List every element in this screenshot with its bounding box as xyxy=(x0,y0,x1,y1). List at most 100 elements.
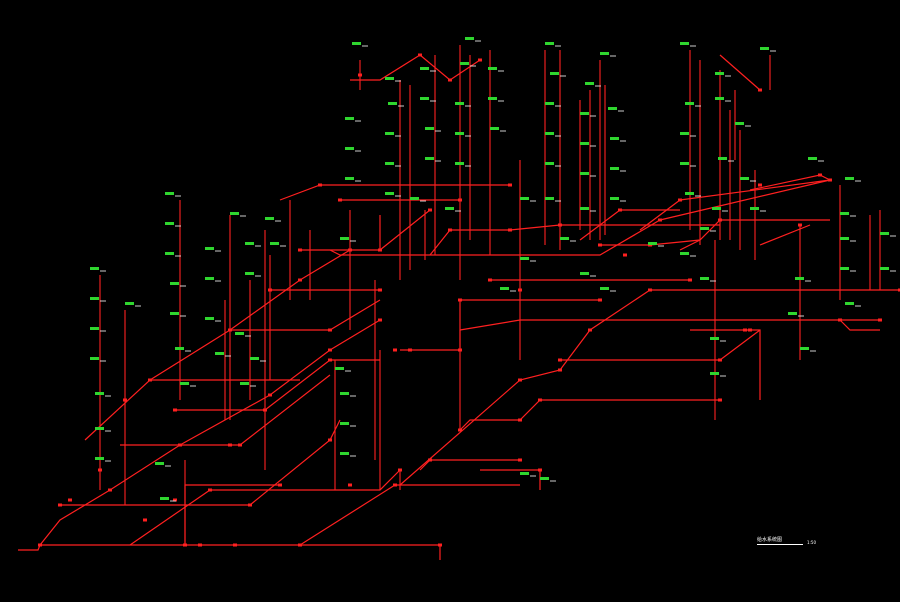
pipe-fitting xyxy=(248,503,252,507)
fixture-tag xyxy=(845,302,861,307)
pipe-run xyxy=(399,289,900,486)
fixture-label-mark xyxy=(648,242,657,245)
fixture-label-mark xyxy=(90,297,99,300)
fixture-tag xyxy=(205,247,221,252)
fixture-label-mark xyxy=(712,207,721,210)
pipe-fitting xyxy=(278,483,282,487)
pipe-run xyxy=(60,419,341,506)
pipe-fitting xyxy=(518,458,522,462)
fixture-label-mark xyxy=(580,207,589,210)
fixture-label-mark xyxy=(170,282,179,285)
pipe-run xyxy=(279,184,510,201)
fixture-tag xyxy=(205,277,221,282)
pipe-fitting xyxy=(758,88,762,92)
fixture-tag xyxy=(90,327,106,332)
fixture-label-mark xyxy=(580,112,589,115)
pipe-fitting xyxy=(518,378,522,382)
fixture-tag xyxy=(345,177,361,182)
fixture-label-mark xyxy=(685,102,694,105)
pipe-fitting xyxy=(123,398,127,402)
fixture-tag xyxy=(240,382,256,387)
drawing-scale: 1:50 xyxy=(807,540,816,545)
fixture-tag xyxy=(712,207,728,212)
fixture-label-mark xyxy=(335,367,344,370)
fixture-label-mark xyxy=(680,252,689,255)
fixture-label-mark xyxy=(710,372,719,375)
pipe-fitting xyxy=(448,78,452,82)
fixture-tag xyxy=(760,47,776,52)
pipe-fitting xyxy=(718,218,722,222)
pipe-fitting xyxy=(378,248,382,252)
pipe-fitting xyxy=(263,408,267,412)
fixture-tag xyxy=(385,162,401,167)
fixture-tag xyxy=(465,37,481,42)
pipe-fitting xyxy=(173,408,177,412)
pipe-fitting xyxy=(448,228,452,232)
fixture-label-mark xyxy=(715,72,724,75)
fixture-tag xyxy=(388,102,404,107)
fixture-label-mark xyxy=(445,207,454,210)
fixture-tag xyxy=(585,82,601,87)
fixture-label-mark xyxy=(880,267,889,270)
pipe-run xyxy=(230,299,381,331)
fixture-label-mark xyxy=(345,117,354,120)
fixture-label-mark xyxy=(455,162,464,165)
fixture-label-mark xyxy=(270,242,279,245)
fixture-label-mark xyxy=(735,122,744,125)
fixture-label-mark xyxy=(420,97,429,100)
fixture-label-mark xyxy=(95,392,104,395)
pipe-run xyxy=(560,329,761,361)
fixture-label-mark xyxy=(550,72,559,75)
fixture-tag xyxy=(340,392,356,397)
fixture-label-mark xyxy=(710,337,719,340)
fixture-tag xyxy=(170,312,186,317)
fixture-tag xyxy=(580,172,596,177)
pipe-fittings xyxy=(38,53,900,547)
pipe-fitting xyxy=(718,358,722,362)
fixture-label-mark xyxy=(740,177,749,180)
fixture-label-mark xyxy=(245,272,254,275)
fixture-label-mark xyxy=(845,302,854,305)
fixture-label-mark xyxy=(345,147,354,150)
fixture-label-mark xyxy=(385,132,394,135)
fixture-label-mark xyxy=(125,302,134,305)
fixture-label-mark xyxy=(90,327,99,330)
drawing-title: 给水系统图 xyxy=(757,537,783,543)
pipe-fitting xyxy=(268,393,272,397)
fixture-tag xyxy=(410,197,426,202)
pipe-fitting xyxy=(458,428,462,432)
fixture-tag xyxy=(880,267,896,272)
fixture-tag xyxy=(710,372,726,377)
fixture-tag xyxy=(545,162,561,167)
pipe-fitting xyxy=(718,398,722,402)
fixture-label-mark xyxy=(840,237,849,240)
fixture-label-mark xyxy=(90,357,99,360)
fixture-label-mark xyxy=(455,102,464,105)
pipe-fitting xyxy=(228,443,232,447)
pipe-fitting xyxy=(428,458,432,462)
pipe-fitting xyxy=(408,348,412,352)
fixture-label-mark xyxy=(545,132,554,135)
fixture-tag xyxy=(245,242,261,247)
fixture-label-mark xyxy=(540,477,549,480)
fixture-label-mark xyxy=(715,97,724,100)
fixture-tag xyxy=(740,177,756,182)
fixture-label-mark xyxy=(245,242,254,245)
pipe-run xyxy=(690,329,761,400)
pipe-fitting xyxy=(393,348,397,352)
pipe-fitting xyxy=(298,278,302,282)
fixture-tag xyxy=(788,312,804,317)
fixture-tag xyxy=(560,237,576,242)
fixture-label-mark xyxy=(230,212,239,215)
fixture-label-mark xyxy=(465,37,474,40)
fixture-label-mark xyxy=(165,192,174,195)
pipe-fitting xyxy=(688,278,692,282)
pipe-fitting xyxy=(508,183,512,187)
pipe-fitting xyxy=(558,223,562,227)
pipe-fitting xyxy=(298,543,302,547)
pipe-fitting xyxy=(418,53,422,57)
fixture-tag xyxy=(170,282,186,287)
fixture-tag xyxy=(345,117,361,122)
pipe-fitting xyxy=(758,183,762,187)
fixture-tag xyxy=(685,192,701,197)
